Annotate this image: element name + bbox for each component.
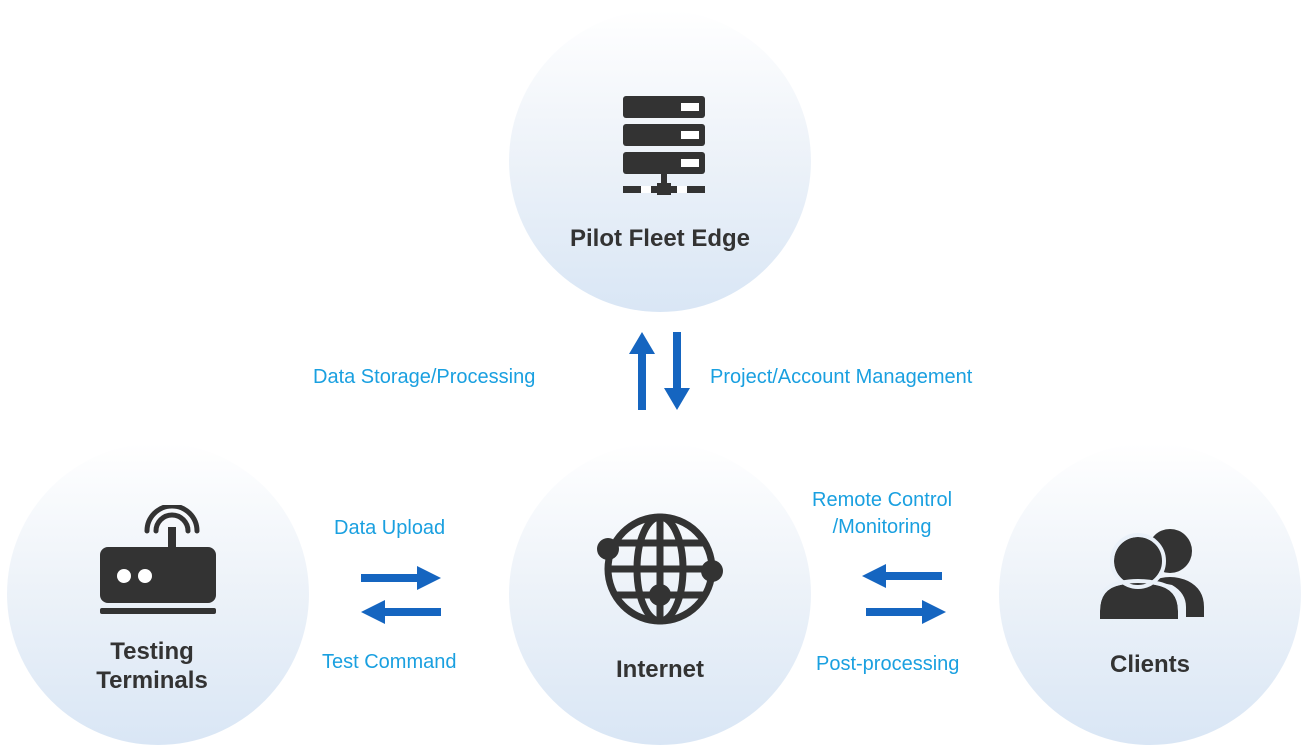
- arrow-up: [629, 332, 655, 410]
- node-title: Pilot Fleet Edge: [569, 225, 751, 252]
- label-project-account: Project/Account Management: [710, 366, 973, 388]
- label-remote-control: Remote Control /Monitoring: [812, 489, 953, 538]
- globe-icon: [597, 513, 723, 625]
- node-testing-terminals: Testing Terminals: [7, 443, 309, 745]
- label-test-command: Test Command: [322, 651, 457, 673]
- arrow-right: [866, 600, 946, 624]
- node-clients: Clients: [999, 443, 1301, 745]
- node-title: Testing Terminals: [96, 638, 208, 694]
- node-pilot-fleet-edge: Pilot Fleet Edge: [509, 10, 811, 312]
- node-title: Clients: [1109, 651, 1190, 678]
- label-data-upload: Data Upload: [334, 517, 446, 539]
- arrow-left: [361, 600, 441, 624]
- arrow-down: [664, 332, 690, 410]
- arrow-left: [862, 564, 942, 588]
- label-post-processing: Post-processing: [816, 653, 960, 675]
- node-internet: Internet: [509, 443, 811, 745]
- node-title: Internet: [615, 656, 704, 683]
- server-icon: [623, 96, 705, 195]
- label-data-storage: Data Storage/Processing: [313, 366, 536, 388]
- arrow-right: [361, 566, 441, 590]
- users-icon: [1100, 529, 1204, 619]
- router-icon: [100, 505, 216, 614]
